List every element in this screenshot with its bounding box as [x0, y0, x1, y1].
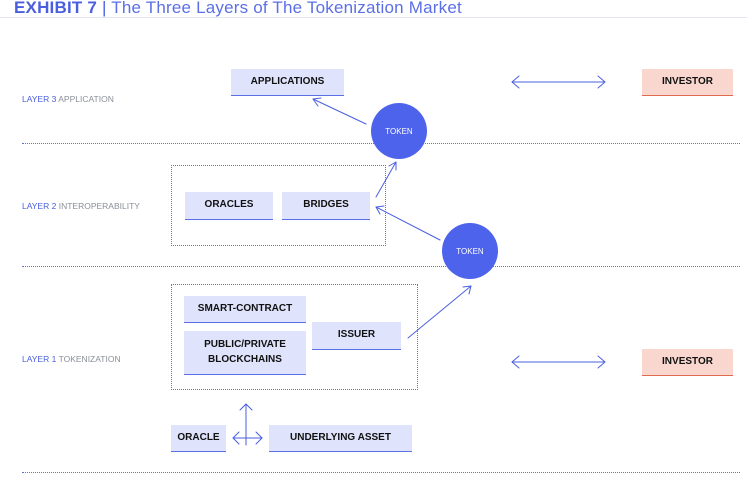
exhibit-title: EXHIBIT 7 | The Three Layers of The Toke…	[14, 0, 462, 18]
layer-1-number: LAYER 1	[22, 354, 57, 364]
layer-divider-2-1	[22, 266, 740, 267]
layer-2-number: LAYER 2	[22, 201, 57, 211]
exhibit-subtitle: The Three Layers of The Tokenization Mar…	[111, 0, 462, 17]
token-to-applications-arrow	[312, 97, 367, 125]
layer-divider-bottom	[22, 472, 740, 473]
issuer-box: ISSUER	[312, 322, 401, 350]
investor-box-top: INVESTOR	[642, 69, 733, 96]
investor-box-bottom: INVESTOR	[642, 349, 733, 376]
underlying-asset-box: UNDERLYING ASSET	[269, 425, 412, 452]
investor-top-double-arrow	[511, 75, 606, 89]
layer-1-name: TOKENIZATION	[58, 354, 121, 364]
layer-3-number: LAYER 3	[22, 94, 57, 104]
title-separator: |	[101, 0, 107, 17]
token-circle-top: TOKEN	[371, 103, 427, 159]
exhibit-number: EXHIBIT 7	[14, 0, 98, 17]
oracle-box: ORACLE	[171, 425, 226, 452]
smart-contract-box: SMART-CONTRACT	[184, 296, 306, 323]
blockchains-box: PUBLIC/PRIVATE BLOCKCHAINS	[184, 331, 306, 375]
layer-2-name: INTEROPERABILITY	[58, 201, 140, 211]
header-rule	[0, 17, 747, 18]
layer-3-name: APPLICATION	[58, 94, 114, 104]
layer-2-label: LAYER 2 INTEROPERABILITY	[22, 201, 140, 211]
interoperability-group	[171, 165, 386, 246]
layer-1-label: LAYER 1 TOKENIZATION	[22, 354, 121, 364]
oracles-box: ORACLES	[185, 192, 273, 220]
layer-3-label: LAYER 3 APPLICATION	[22, 94, 114, 104]
vertical-double-arrow	[239, 403, 253, 446]
investor-bottom-double-arrow	[511, 355, 606, 369]
applications-box: APPLICATIONS	[231, 69, 344, 96]
bridges-box: BRIDGES	[282, 192, 370, 220]
token-circle-middle: TOKEN	[442, 223, 498, 279]
oracle-asset-double-arrow	[232, 431, 263, 445]
